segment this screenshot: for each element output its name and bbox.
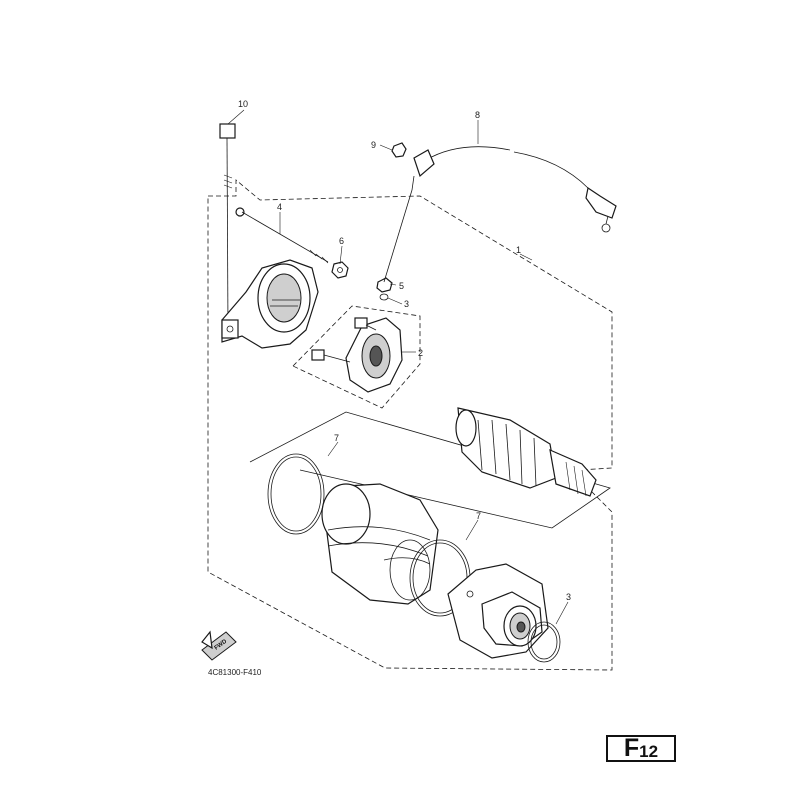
- lead-wire-8: [383, 146, 617, 283]
- page-ref-letter: F: [623, 734, 640, 762]
- assembly-outline: [207, 179, 613, 671]
- brush-holder-outline: [292, 305, 421, 409]
- armature: [455, 407, 597, 497]
- o-ring-7-left: [267, 453, 325, 535]
- callout-10: 10: [238, 99, 248, 109]
- callout-7-left: 7: [334, 433, 339, 443]
- bolt-10: [219, 123, 236, 331]
- diagram-code: 4C81300-F410: [208, 668, 262, 677]
- rear-cover: [447, 563, 549, 659]
- brush-holder: [311, 317, 403, 393]
- page-reference-box: F 12: [606, 735, 676, 762]
- yoke-housing: [321, 483, 439, 605]
- callout-3-lower: 3: [566, 592, 571, 602]
- nut-6: [331, 261, 349, 279]
- bolt-4: [235, 207, 329, 264]
- front-cover: [221, 259, 319, 349]
- callout-4: 4: [277, 202, 282, 212]
- callout-9: 9: [371, 140, 376, 150]
- lower-group-outline: [249, 411, 611, 529]
- callout-3-upper: 3: [404, 299, 409, 309]
- callout-7-right: 7: [476, 511, 481, 521]
- callout-5: 5: [399, 281, 404, 291]
- nut-5: [376, 277, 393, 293]
- callout-1: 1: [516, 245, 521, 255]
- nut-9: [391, 142, 407, 158]
- page-ref-number: 12: [639, 742, 659, 761]
- callout-8: 8: [475, 110, 480, 120]
- o-ring-3-lower: [527, 621, 561, 663]
- callout-2: 2: [418, 348, 423, 358]
- fwd-arrow-icon: FWD: [201, 630, 237, 661]
- leader-lines: [227, 109, 569, 625]
- o-ring-3-upper: [379, 293, 389, 301]
- callout-6: 6: [339, 236, 344, 246]
